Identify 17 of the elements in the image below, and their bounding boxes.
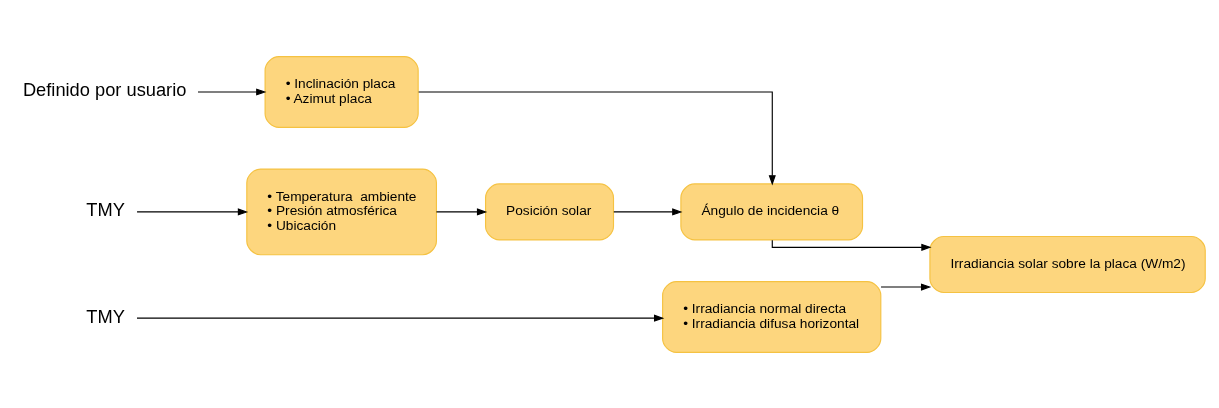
- node-text: Definido por usuario: [22, 78, 187, 100]
- arrow: [136, 207, 249, 216]
- node-text: TMY: [86, 305, 125, 326]
- arrow: [418, 90, 776, 186]
- node-box: Irradiancia solar sobre la placa (W/m2): [929, 235, 1206, 293]
- node-text: TMY: [86, 198, 125, 220]
- arrow: [435, 207, 488, 216]
- node-box: • Temperatura ambiente • Presión atmosférica • Ubicación: [246, 168, 437, 255]
- node-box: Posición solar: [485, 182, 615, 240]
- arrow: [771, 239, 932, 251]
- arrow: [880, 282, 932, 291]
- arrow: [613, 207, 683, 216]
- arrow: [197, 87, 267, 96]
- node-box: • Irradiancia normal directa • Irradiancia difusa horizontal: [662, 280, 882, 353]
- arrow: [136, 314, 665, 322]
- node-box: Ángulo de incidencia θ: [680, 182, 864, 240]
- node-box: • Inclinación placa • Azimut placa: [264, 55, 419, 128]
